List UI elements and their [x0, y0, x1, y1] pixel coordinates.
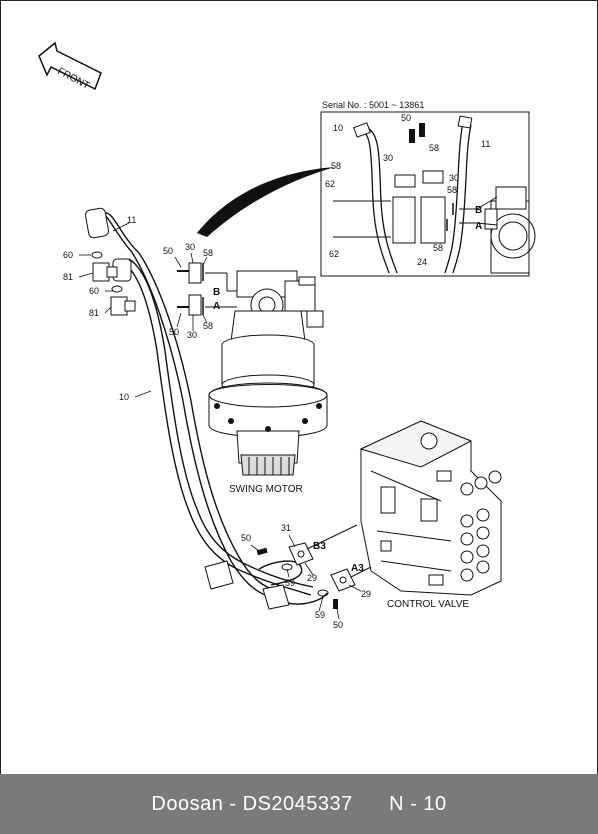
part-59-cv-bottom: 59: [315, 610, 325, 620]
control-valve-flanges: [256, 524, 372, 609]
inset-port-b: B: [475, 205, 482, 216]
part-11: 11: [127, 215, 136, 225]
part-81-top: 81: [63, 272, 73, 282]
hydraulic-hose-diagram: FRONT Serial No. : 5001 ~ 13861: [38, 41, 536, 630]
inset-part-58-left: 58: [331, 161, 341, 171]
serial-inset: Serial No. : 5001 ~ 13861: [320, 100, 536, 277]
inset-part-11: 11: [481, 139, 490, 149]
inset-part-58-bottom: 58: [433, 243, 443, 253]
part-59-cv-top: 59: [285, 578, 295, 588]
inset-port-a: A: [475, 221, 482, 232]
footer-part-code: DS2045337: [242, 792, 353, 815]
part-29-cv-top: 29: [307, 573, 317, 583]
control-valve: [359, 420, 502, 596]
part-50-bottom: 50: [169, 327, 179, 337]
inset-part-62-top: 62: [325, 179, 335, 189]
footer-page-ref: N - 10: [389, 792, 447, 815]
inset-pointer: [197, 167, 335, 237]
part-50-cv-top: 50: [241, 533, 251, 543]
inset-part-62-bottom: 62: [329, 249, 339, 259]
diagram-frame: FRONT Serial No. : 5001 ~ 13861: [0, 0, 598, 776]
part-81-bottom: 81: [89, 308, 99, 318]
inset-part-30-right: 30: [449, 173, 459, 183]
footer-separator: -: [223, 792, 243, 815]
part-50-top: 50: [163, 246, 173, 256]
inset-part-58-lower: 58: [447, 185, 457, 195]
part-10: 10: [119, 392, 129, 402]
part-29-cv-bottom: 29: [361, 589, 371, 599]
footer-brand: Doosan: [151, 792, 224, 815]
front-direction-arrow: FRONT: [38, 41, 102, 92]
leader-lines: [78, 222, 362, 620]
part-30-top: 30: [185, 242, 195, 252]
control-valve-caption: CONTROL VALVE: [387, 599, 469, 610]
part-58-bottom: 58: [203, 321, 213, 331]
swing-motor-caption: SWING MOTOR: [229, 484, 303, 495]
port-a3-label: A3: [351, 563, 364, 574]
part-50-cv-bottom: 50: [333, 620, 343, 630]
part-31: 31: [281, 523, 291, 533]
part-60-top: 60: [63, 250, 73, 260]
serial-note: Serial No. : 5001 ~ 13861: [322, 100, 424, 110]
port-b3-label: B3: [313, 541, 326, 552]
port-a-label: A: [213, 301, 220, 312]
part-60-bottom: 60: [89, 286, 99, 296]
swing-motor: [208, 270, 328, 476]
swing-motor-flanges: [177, 262, 237, 316]
part-30-bottom: 30: [187, 330, 197, 340]
part-58-top: 58: [203, 248, 213, 258]
port-b-label: B: [213, 287, 220, 298]
inset-part-10: 10: [333, 123, 343, 133]
inset-part-58-right: 58: [429, 143, 439, 153]
page-footer: Doosan - DS2045337 N - 10: [0, 774, 598, 834]
inset-part-30-left: 30: [383, 153, 393, 163]
hose-assemblies: [85, 207, 328, 610]
inset-part-24: 24: [417, 257, 427, 267]
inset-part-50: 50: [401, 113, 411, 123]
footer-gap: [353, 793, 389, 816]
valve-spools: [460, 470, 502, 582]
